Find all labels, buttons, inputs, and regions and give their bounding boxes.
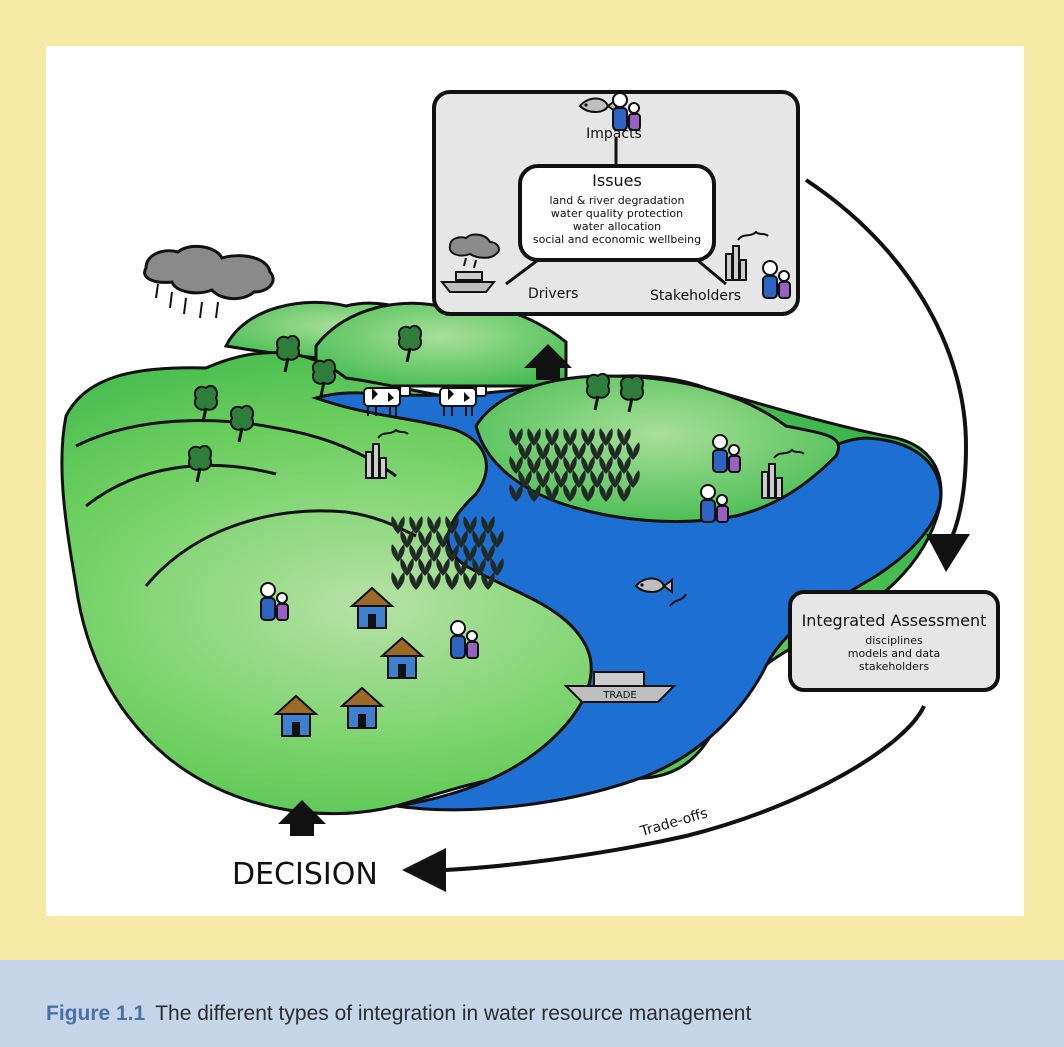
stakeholders-label: Stakeholders	[650, 288, 741, 304]
arrow-assessment-to-decision	[445, 705, 926, 872]
up-arrow-icon	[524, 344, 572, 380]
figure-caption: Figure 1.1 The different types of integra…	[46, 1002, 751, 1026]
tradeoffs-label: Trade-offs	[638, 805, 710, 840]
drivers-icon	[439, 233, 500, 293]
issues-item: water quality protection	[551, 207, 683, 220]
issues-item: water allocation	[573, 220, 661, 233]
boat-label: TRADE	[602, 690, 637, 701]
arrow-head-icon	[402, 848, 446, 892]
impacts-label: Impacts	[586, 126, 642, 142]
landscape	[60, 300, 943, 816]
assessment-item: models and data	[848, 647, 940, 660]
assessment-box: Integrated Assessment disciplines models…	[788, 590, 1000, 692]
issues-item: land & river degradation	[550, 194, 685, 207]
caption-bar: Figure 1.1 The different types of integra…	[0, 960, 1064, 1047]
decision-label: DECISION	[232, 857, 378, 892]
figure-number: Figure 1.1	[46, 1002, 146, 1025]
drivers-label: Drivers	[528, 286, 578, 302]
rain-cloud-icon	[143, 244, 275, 319]
caption-text: The different types of integration in wa…	[155, 1002, 752, 1025]
figure-panel: TRADE Impacts Issues land & river degrad…	[46, 46, 1024, 916]
arrow-head-icon	[926, 534, 970, 572]
assessment-title: Integrated Assessment	[802, 611, 987, 630]
issues-title: Issues	[592, 171, 642, 190]
assessment-item: stakeholders	[859, 660, 930, 673]
trade-boat-icon: TRADE	[563, 671, 677, 703]
water-management-diagram: TRADE Impacts Issues land & river degrad…	[60, 90, 1000, 892]
issues-box: Impacts Issues land & river degradation …	[432, 90, 800, 316]
assessment-item: disciplines	[865, 634, 923, 647]
arrow-issues-to-assessment	[804, 178, 969, 547]
issues-item: social and economic wellbeing	[533, 233, 701, 246]
decision-up-arrow-icon	[278, 800, 326, 836]
figure-frame: TRADE Impacts Issues land & river degrad…	[46, 46, 1024, 916]
